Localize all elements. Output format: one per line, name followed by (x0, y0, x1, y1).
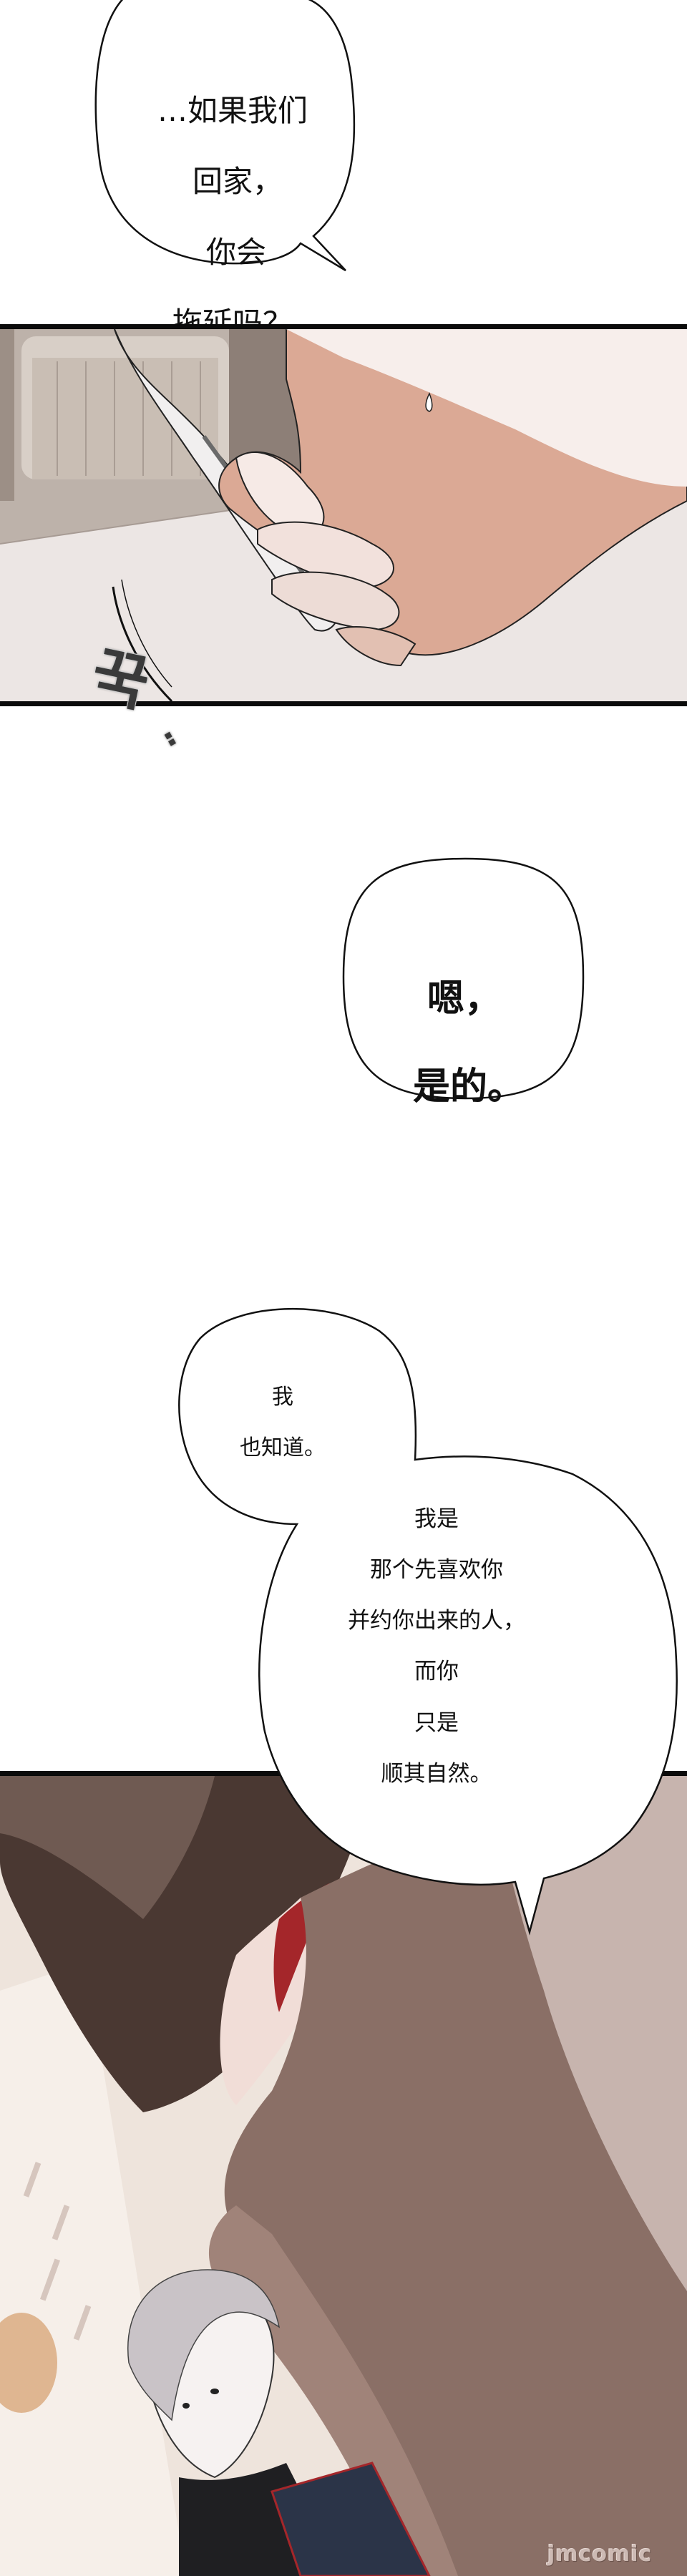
bubble-3b-line: 只是 (414, 1709, 459, 1736)
sfx-dots: ·· (148, 721, 189, 753)
bubble-1-line: …如果我们 (157, 92, 308, 128)
bubble-2-line: 是的。 (412, 1065, 525, 1109)
bubble-2-line: 嗯， (427, 977, 502, 1021)
panel-1-bottom-border (0, 701, 687, 706)
bubble-3a-line: 也知道。 (240, 1435, 326, 1461)
bubble-3a-line: 我 (272, 1385, 293, 1410)
speech-bubble-3 (178, 1307, 678, 1936)
speech-bubble-1 (94, 0, 356, 272)
bubble-1-line: 回家， (192, 163, 283, 199)
bubble-3b-line: 并约你出来的人， (348, 1608, 525, 1634)
bubble-2-text: 嗯， 是的。 (397, 934, 540, 1153)
panel-cardigan (0, 1776, 687, 2576)
bubble-3b-line: 我是 (414, 1506, 459, 1532)
cardigan-scene-illustration (0, 1776, 687, 2576)
bubble-3b-line: 而你 (414, 1659, 459, 1685)
panel-hand-spoon (0, 329, 687, 701)
panel-1-top-border (0, 324, 687, 329)
bubble-3b-text: 我是 那个先喜欢你 并约你出来的人， 而你 只是 顺其自然。 (329, 1481, 544, 1813)
bubble-3b-line: 那个先喜欢你 (370, 1556, 503, 1583)
hand-spoon-illustration (0, 329, 687, 701)
bubble-1-line: 你会 (205, 234, 266, 270)
bubble-3b-line: 顺其自然。 (381, 1761, 492, 1787)
watermark: jmcomic (547, 2542, 653, 2567)
bubble-3a-text: 我 也知道。 (218, 1360, 347, 1486)
speech-bubble-2 (342, 857, 585, 1100)
